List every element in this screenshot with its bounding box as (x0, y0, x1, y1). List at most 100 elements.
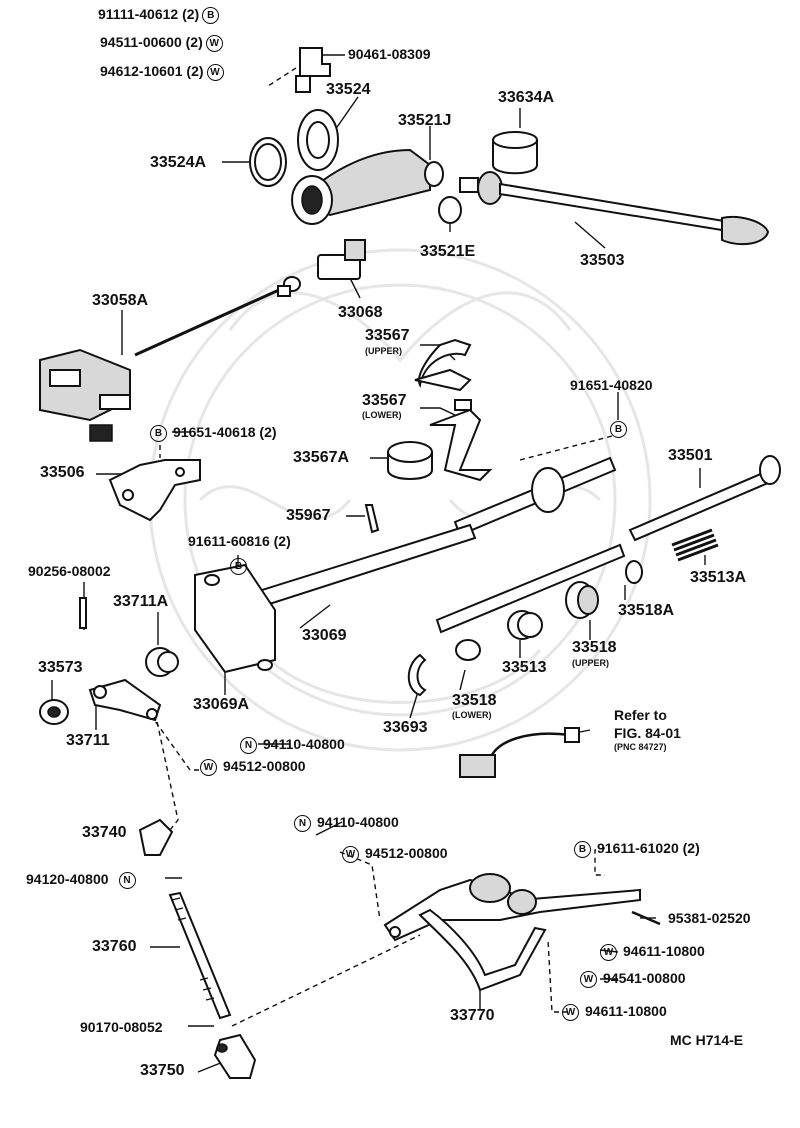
label-33750: 33750 (140, 1062, 185, 1079)
part-clip-33693 (407, 653, 427, 697)
label-mc-code: MC H714-E (670, 1032, 744, 1048)
label-90461-08309: 90461-08309 (348, 46, 431, 62)
label-33567-lower: 33567 (362, 392, 407, 409)
part-ring-33518A (625, 560, 643, 584)
label-33521J: 33521J (398, 112, 452, 129)
label-91111-40612: 91111-40612 (2)B (98, 6, 220, 24)
label-33068: 33068 (338, 304, 383, 321)
label-90170-08052: 90170-08052 (80, 1019, 163, 1035)
part-clamp-lower-33567 (429, 399, 493, 482)
part-rod-33760 (168, 891, 232, 1020)
washer-w-icon: W (200, 758, 217, 776)
part-bushing-33711A (145, 647, 179, 677)
label-33069A: 33069A (193, 696, 250, 713)
part-cover-33634A (492, 131, 538, 175)
part-joint-33750 (213, 1033, 257, 1079)
label-33069: 33069 (302, 627, 347, 644)
washer-w-icon: W (562, 1003, 579, 1021)
label-91611-60816: 91611-60816 (2) (188, 533, 291, 549)
badge-91611-60816: B (230, 557, 253, 575)
label-33693: 33693 (383, 719, 428, 736)
label-33518-lower-sub: (LOWER) (452, 710, 492, 720)
label-33518-lower: 33518 (452, 692, 497, 709)
label-35967: 35967 (286, 507, 331, 524)
washer-w-icon: W (342, 845, 359, 863)
washer-w-icon: W (580, 970, 597, 988)
label-33573: 33573 (38, 659, 83, 676)
label-33567-upper-sub: (UPPER) (365, 346, 403, 356)
bolt-b-icon: B (574, 840, 591, 858)
bolt-b-icon: B (230, 557, 247, 575)
label-33567A: 33567A (293, 449, 350, 466)
label-33524A: 33524A (150, 154, 207, 171)
bolt-b-icon: B (202, 6, 220, 24)
nut-n-icon: N (240, 736, 257, 754)
part-cable-33058A (39, 276, 301, 442)
nut-n-icon: N (294, 814, 311, 832)
bolt-b-icon: B (150, 424, 167, 442)
label-94612-10601: 94612-10601 (2)W (100, 63, 224, 81)
washer-w-icon: W (205, 34, 223, 52)
washer-w-icon: W (600, 943, 617, 961)
bolt-b-icon: B (610, 420, 627, 438)
part-tube-33501 (453, 455, 781, 542)
label-33058A: 33058A (92, 292, 149, 309)
label-33503: 33503 (580, 252, 625, 269)
part-clamp-upper-33567 (414, 338, 472, 392)
label-33506: 33506 (40, 464, 85, 481)
washer-w-icon: W (206, 63, 224, 81)
part-joint-33740 (138, 818, 174, 856)
label-33634A: 33634A (498, 89, 555, 106)
part-housing-33521J (291, 148, 444, 225)
part-screw-95381 (631, 910, 661, 926)
part-shaft-lower (435, 543, 626, 634)
watermark-emblem (148, 248, 652, 752)
label-91651-40820: 91651-40820 (570, 377, 653, 393)
part-nut-33573 (39, 699, 69, 725)
part-lever-33770 (383, 873, 641, 992)
part-ring-33524 (297, 109, 339, 171)
label-fig-84-01: FIG. 84-01 (614, 725, 681, 741)
badge-91651-40820: B (610, 420, 633, 438)
part-bracket-90461 (295, 47, 331, 93)
label-95381-02520: 95381-02520 (668, 910, 751, 926)
part-pin-35967 (364, 504, 380, 534)
label-90256-08002: 90256-08002 (28, 563, 111, 579)
label-33513A: 33513A (690, 569, 747, 586)
label-33521E: 33521E (420, 243, 476, 260)
label-refer-to: Refer to (614, 707, 667, 723)
part-oring-33521E (438, 196, 462, 224)
part-switch-connector (459, 727, 580, 778)
label-pnc-84727: (PNC 84727) (614, 742, 667, 752)
part-bushing-33567A (387, 441, 433, 480)
nut-n-icon: N (118, 871, 136, 889)
label-33711: 33711 (66, 732, 110, 749)
part-bushing-33518-upper (565, 581, 599, 619)
label-33513: 33513 (502, 659, 547, 676)
label-33518-upper: 33518 (572, 639, 617, 656)
part-ring-33524A (249, 137, 287, 187)
label-33524: 33524 (326, 81, 371, 98)
part-lever-33503 (459, 171, 770, 246)
part-switch-33068 (317, 239, 366, 280)
part-spring-33513A (671, 528, 719, 562)
part-arm-33711 (88, 678, 162, 722)
part-bushing-33518-lower (455, 639, 481, 661)
part-bracket-33506 (108, 459, 201, 522)
label-33518A: 33518A (618, 602, 675, 619)
part-pin-90256 (79, 597, 87, 629)
label-33567-lower-sub: (LOWER) (362, 410, 402, 420)
label-33740: 33740 (82, 824, 127, 841)
label-94511-00600: 94511-00600 (2)W (100, 34, 223, 52)
